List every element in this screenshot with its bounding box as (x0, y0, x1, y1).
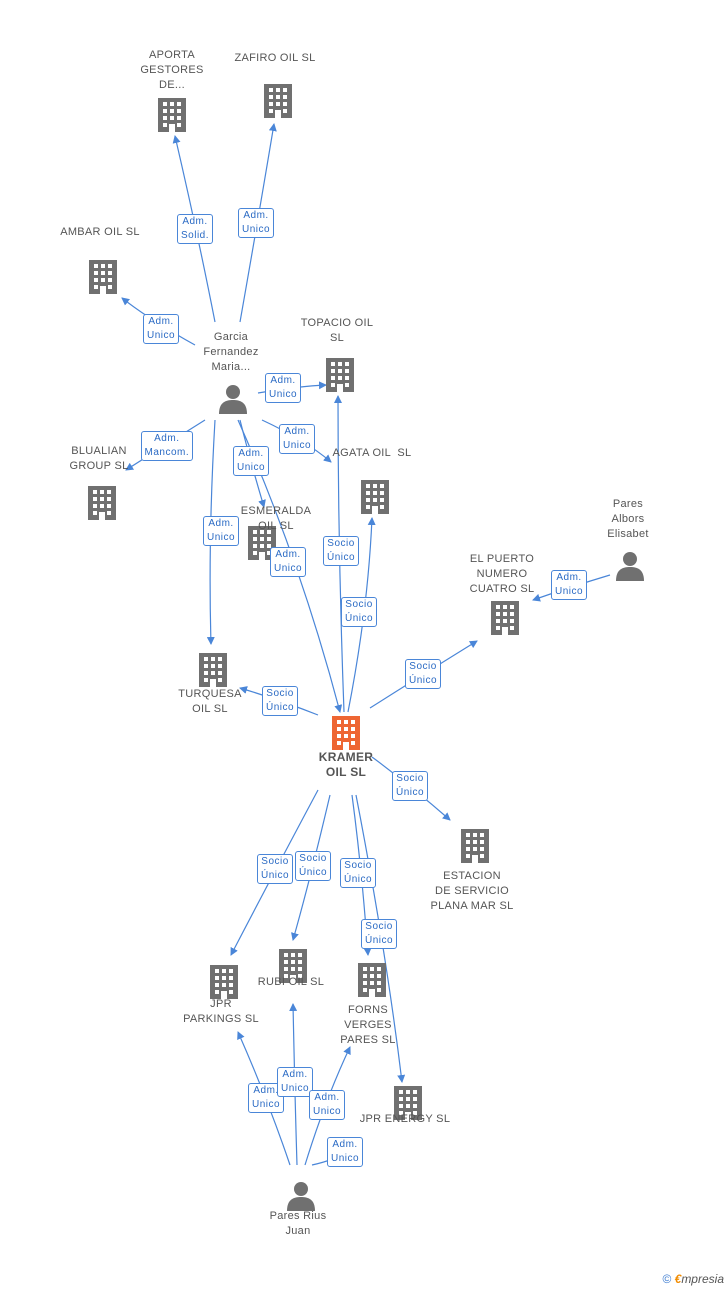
node-label-puerto[interactable]: EL PUERTO NUMERO CUATRO SL (469, 553, 535, 595)
edge-label-kramer-to-topacio[interactable]: Socio Único (323, 536, 360, 566)
building-icon-turquesa[interactable] (199, 653, 227, 687)
building-icon-ambar[interactable] (89, 260, 117, 294)
edge-label-kramer-to-agata[interactable]: Socio Único (341, 597, 378, 627)
person-icon-pares_albors[interactable] (616, 552, 644, 581)
person-icon-garcia[interactable] (219, 385, 247, 414)
building-icon-blualian[interactable] (88, 486, 116, 520)
brand-name: mpresia (681, 1272, 724, 1286)
node-label-estacion[interactable]: ESTACION DE SERVICIO PLANA MAR SL (430, 870, 514, 912)
edge-label-garcia-to-agata[interactable]: Adm. Unico (279, 424, 316, 454)
node-label-pares_albors[interactable]: Pares Albors Elisabet (607, 498, 649, 540)
building-icon-puerto[interactable] (491, 601, 519, 635)
edge-label-kramer-to-turquesa[interactable]: Socio Único (262, 686, 299, 716)
building-icon-kramer[interactable] (332, 716, 360, 750)
building-icon-forns[interactable] (358, 963, 386, 997)
node-label-rubi[interactable]: RUBI OIL SL (257, 976, 325, 988)
node-label-forns[interactable]: FORNS VERGES PARES SL (340, 1004, 396, 1046)
building-icon-topacio[interactable] (326, 358, 354, 392)
edge-label-garcia-to-topacio[interactable]: Adm. Unico (265, 373, 302, 403)
node-label-aporta[interactable]: APORTA GESTORES DE... (140, 49, 204, 91)
building-icon-estacion[interactable] (461, 829, 489, 863)
edge-label-garcia-to-ambar[interactable]: Adm. Unico (143, 314, 180, 344)
node-label-ambar[interactable]: AMBAR OIL SL (60, 226, 140, 238)
edge-label-pares_rius-to-rubi[interactable]: Adm. Unico (277, 1067, 314, 1097)
node-label-blualian[interactable]: BLUALIAN GROUP SL (69, 445, 129, 472)
node-label-pares_rius[interactable]: Pares Rius Juan (269, 1210, 327, 1237)
edge-label-garcia-to-kramer[interactable]: Adm. Unico (270, 547, 307, 577)
node-label-esmeralda[interactable]: ESMERALDA OIL SL (240, 505, 312, 532)
edge-label-pares_rius-to-forns[interactable]: Adm. Unico (309, 1090, 346, 1120)
node-label-zafiro[interactable]: ZAFIRO OIL SL (234, 52, 316, 64)
edge-label-garcia-to-turquesa[interactable]: Adm. Unico (203, 516, 240, 546)
edge-label-kramer-to-forns[interactable]: Socio Único (340, 858, 377, 888)
node-label-topacio[interactable]: TOPACIO OIL SL (300, 317, 374, 344)
edge-label-garcia-to-esmeralda[interactable]: Adm. Unico (233, 446, 270, 476)
person-icon-pares_rius[interactable] (287, 1182, 315, 1211)
building-icon-zafiro[interactable] (264, 84, 292, 118)
edge-label-pares_albors-to-puerto[interactable]: Adm. Unico (551, 570, 588, 600)
node-label-jpr_energy[interactable]: JPR ENERGY SL (359, 1113, 451, 1125)
edge-label-garcia-to-blualian[interactable]: Adm. Mancom. (140, 431, 194, 461)
node-label-garcia[interactable]: Garcia Fernandez Maria... (203, 331, 259, 373)
edge-label-garcia-to-aporta[interactable]: Adm. Solid. (177, 214, 214, 244)
edge-label-kramer-to-puerto[interactable]: Socio Único (405, 659, 442, 689)
building-icon-aporta[interactable] (158, 98, 186, 132)
node-label-kramer[interactable]: KRAMER OIL SL (318, 750, 374, 779)
edge-label-garcia-to-zafiro[interactable]: Adm. Unico (238, 208, 275, 238)
building-icon-agata[interactable] (361, 480, 389, 514)
copyright-symbol: © (662, 1272, 672, 1286)
edge-label-pares_rius-to-jpr_energy[interactable]: Adm. Unico (327, 1137, 364, 1167)
footer-brand[interactable]: © €mpresia (662, 1272, 724, 1286)
brand-e-logo: € (674, 1272, 682, 1286)
edge-label-kramer-to-estacion[interactable]: Socio Único (392, 771, 429, 801)
edge-label-kramer-to-jpr_energy[interactable]: Socio Único (361, 919, 398, 949)
node-label-turquesa[interactable]: TURQUESA OIL SL (178, 688, 242, 715)
edge-label-kramer-to-jpr_parkings[interactable]: Socio Único (257, 854, 294, 884)
node-label-jpr_parkings[interactable]: JPR PARKINGS SL (183, 998, 259, 1025)
edge-label-kramer-to-rubi[interactable]: Socio Único (295, 851, 332, 881)
node-label-agata[interactable]: AGATA OIL SL (332, 447, 412, 459)
